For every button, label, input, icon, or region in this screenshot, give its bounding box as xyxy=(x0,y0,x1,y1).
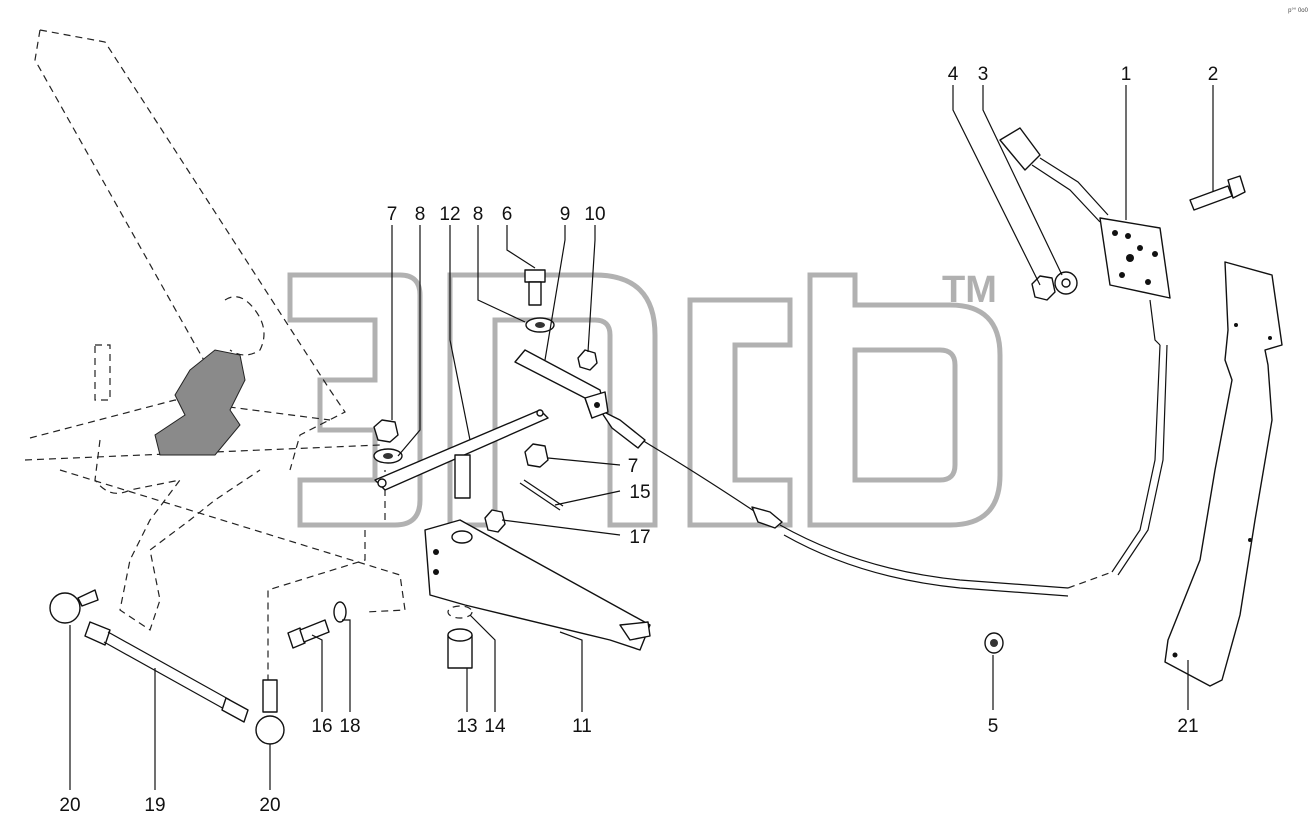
callout-20a: 20 xyxy=(59,795,80,816)
screw xyxy=(1189,175,1246,211)
callout-4: 4 xyxy=(948,64,959,85)
support-bracket xyxy=(424,519,651,651)
callout-10: 10 xyxy=(584,204,605,225)
washer-nut-left xyxy=(373,419,403,464)
bolt-6 xyxy=(524,269,555,333)
bracket-plate xyxy=(1164,261,1283,687)
callout-11: 11 xyxy=(572,716,592,737)
small-bracket xyxy=(514,349,609,419)
callout-19: 19 xyxy=(144,795,165,816)
small-nut xyxy=(984,632,1004,654)
washer-nut-pair xyxy=(1031,271,1078,301)
callout-6: 6 xyxy=(502,204,513,225)
callout-15: 15 xyxy=(629,482,650,503)
hand-lever xyxy=(999,127,1171,576)
callout-16: 16 xyxy=(311,716,332,737)
callout-labels: 1 2 3 4 5 21 7 8 12 8 6 9 10 7 15 17 11 … xyxy=(59,64,1218,816)
callout-5: 5 xyxy=(988,716,999,737)
tie-rod xyxy=(49,589,285,745)
callout-8a: 8 xyxy=(415,204,426,225)
callout-20b: 20 xyxy=(259,795,280,816)
leader-lines xyxy=(69,85,1214,790)
callout-17: 17 xyxy=(629,527,650,548)
callout-1: 1 xyxy=(1121,64,1132,85)
callout-13: 13 xyxy=(456,716,477,737)
callout-8b: 8 xyxy=(473,204,484,225)
nut-10 xyxy=(577,349,598,371)
corner-code: p°° 0o0 xyxy=(1288,8,1308,14)
callout-3: 3 xyxy=(978,64,989,85)
trademark-mark: TM xyxy=(942,269,997,311)
nut-17 xyxy=(484,509,506,533)
callout-21: 21 xyxy=(1177,716,1198,737)
callout-7a: 7 xyxy=(387,204,398,225)
callout-7b: 7 xyxy=(628,456,639,477)
bushing xyxy=(447,605,473,669)
callout-18: 18 xyxy=(339,716,360,737)
pedal-outline-dashed xyxy=(24,29,406,680)
pedal-pad xyxy=(154,349,246,456)
bolt-16 xyxy=(287,601,347,649)
cotter-pin xyxy=(519,479,564,511)
lever-arm xyxy=(374,409,549,499)
callout-14: 14 xyxy=(484,716,506,737)
control-cable xyxy=(599,409,1113,597)
callout-9: 9 xyxy=(560,204,571,225)
callout-12: 12 xyxy=(439,204,460,225)
nut-7-right xyxy=(524,443,549,468)
watermark: TM xyxy=(287,269,1003,528)
callout-2: 2 xyxy=(1208,64,1219,85)
